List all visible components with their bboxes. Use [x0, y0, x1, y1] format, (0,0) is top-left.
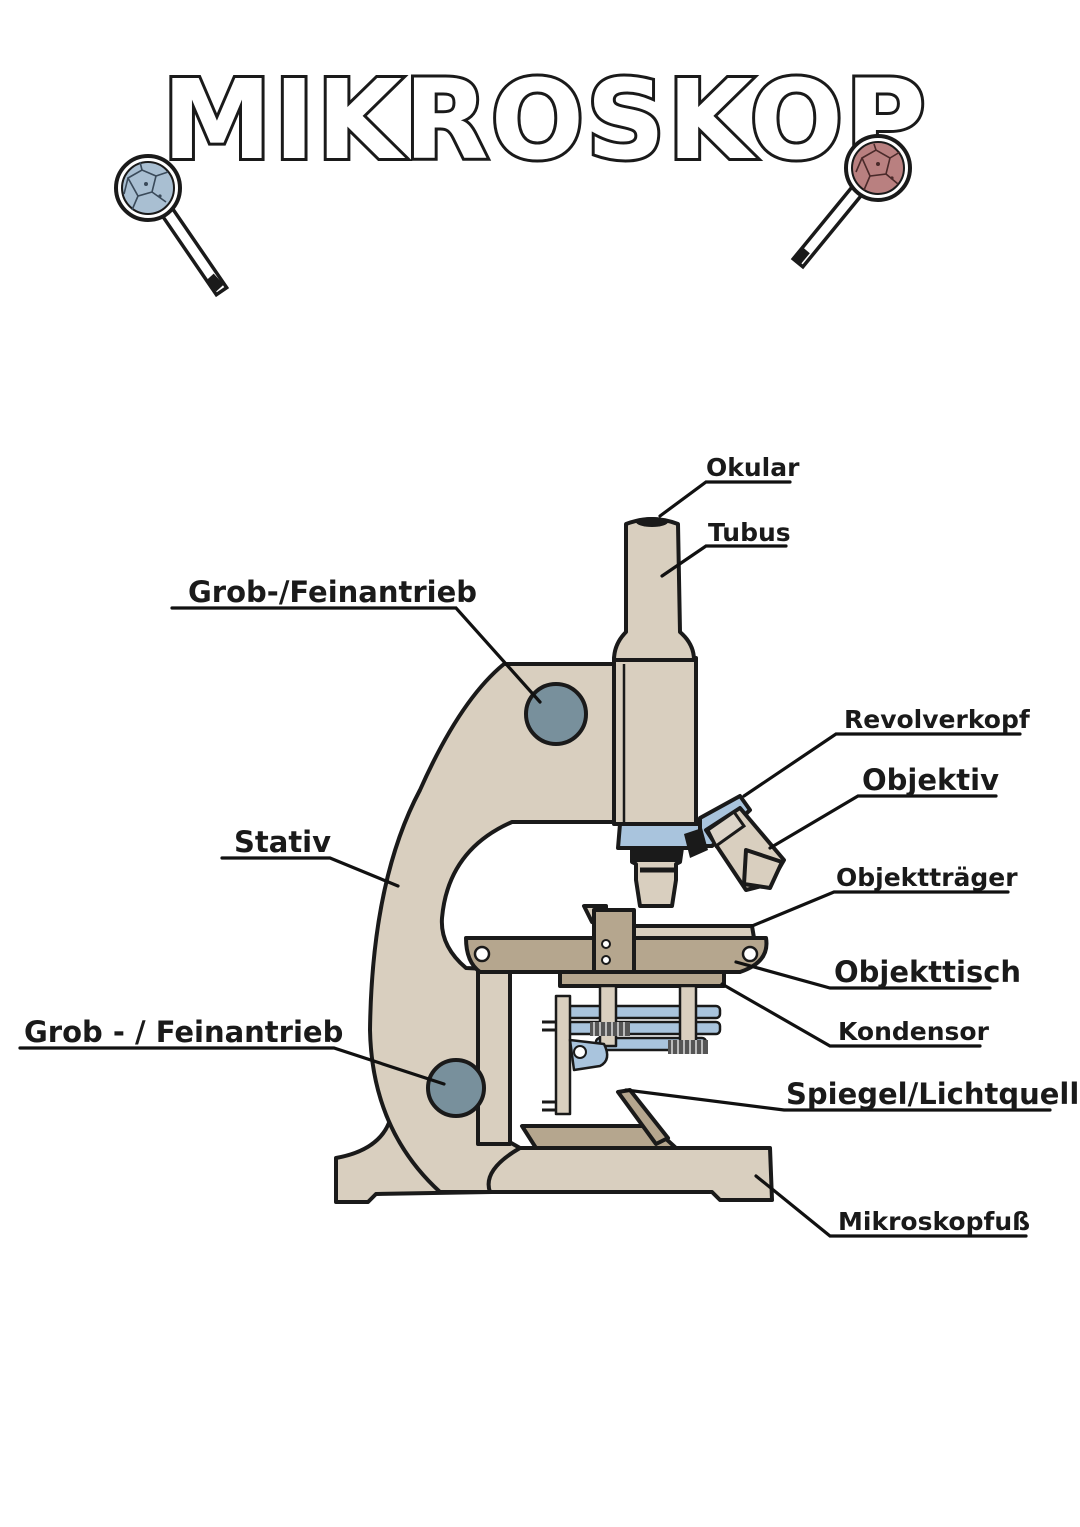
condenser-rack [542, 994, 609, 1116]
okular [636, 517, 668, 527]
label-revolverkopf: Revolverkopf [844, 705, 1031, 734]
label-tubus: Tubus [708, 518, 791, 547]
label-objekttisch: Objekttisch [834, 955, 1021, 989]
label-grob-fein-top: Grob-/Feinantrieb [188, 575, 477, 609]
label-mikroskopfuss: Mikroskopfuß [838, 1207, 1030, 1236]
label-stativ: Stativ [234, 825, 331, 859]
tubus [612, 517, 696, 662]
label-grob-fein-bottom: Grob - / Feinantrieb [24, 1015, 343, 1049]
microscope [334, 517, 786, 1204]
label-objektiv: Objektiv [862, 763, 999, 797]
tube-column [612, 656, 698, 826]
magnifier-blue-cells-icon [114, 154, 230, 298]
focus-knob-top [524, 682, 588, 746]
label-objekttraeger: Objektträger [836, 863, 1018, 892]
arm-pillar [476, 966, 512, 1146]
label-spiegel: Spiegel/Lichtquelle [786, 1077, 1080, 1111]
objektiv-side [704, 806, 786, 892]
label-okular: Okular [706, 453, 800, 482]
page-title: MIKROSKOP [162, 56, 928, 184]
labels: Okular Tubus Grob-/Feinantrieb Revolverk… [24, 453, 1080, 1236]
focus-knob-bottom [426, 1058, 486, 1118]
magnifier-red-cells-icon [790, 134, 912, 270]
label-kondensor: Kondensor [838, 1017, 990, 1046]
kondensor [558, 984, 722, 1054]
leader-lines [18, 480, 1052, 1238]
